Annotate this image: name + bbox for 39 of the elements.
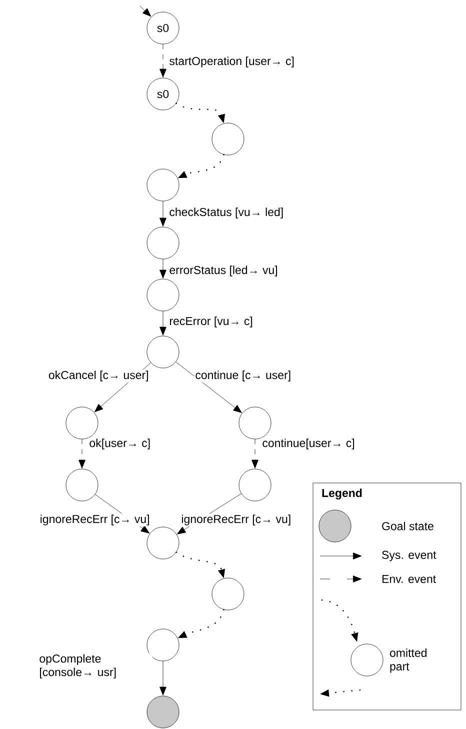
edge-label: continue[user→ c] — [261, 438, 356, 450]
state-circle — [146, 336, 180, 368]
state-circle — [146, 226, 180, 260]
arrow — [160, 44, 166, 78]
state-circle — [212, 122, 244, 156]
arrow — [94, 362, 152, 412]
state-circle — [238, 406, 272, 440]
legend-text: omitted part — [390, 648, 426, 673]
legend-text: Sys. event — [382, 550, 436, 562]
state-circle — [146, 526, 180, 560]
arrow — [252, 439, 258, 468]
state-circle — [212, 578, 244, 610]
edge-label: startOperation [user→ c] — [168, 56, 296, 68]
arrow — [160, 259, 166, 278]
legend-title: Legend — [322, 488, 362, 500]
state-circle — [238, 468, 272, 502]
arrow — [78, 439, 86, 468]
edge-label: checkStatus [vu→ led] — [168, 206, 285, 220]
edge-label: okCancel [c→ user] — [47, 370, 150, 382]
edge-label: ignoreRecErr [c→ vu] — [180, 514, 292, 526]
state-circle — [146, 168, 180, 202]
state-circle — [66, 406, 98, 440]
state-circle — [66, 468, 98, 502]
edge-label: opComplete [console→ usr] — [38, 653, 152, 680]
edge-label: ok[user→ c] — [88, 438, 152, 450]
arrow — [176, 362, 242, 413]
edge-label: ignoreRecErr [c→ vu] — [38, 514, 151, 526]
edge-label: errorStatus [led→ vu] — [168, 264, 279, 278]
legend-text: Goal state — [382, 522, 434, 530]
state-circle — [146, 278, 180, 312]
arrow — [160, 311, 166, 336]
arrow — [140, 6, 152, 17]
state-circle — [146, 628, 180, 662]
edge-label: recError [vu→ c] — [168, 316, 254, 328]
legend-text: Env. event — [382, 575, 436, 583]
arrow — [160, 201, 166, 226]
goal-state-circle — [146, 696, 180, 728]
arrow — [160, 661, 166, 696]
edge-label: continue [c→ user] — [194, 370, 292, 382]
